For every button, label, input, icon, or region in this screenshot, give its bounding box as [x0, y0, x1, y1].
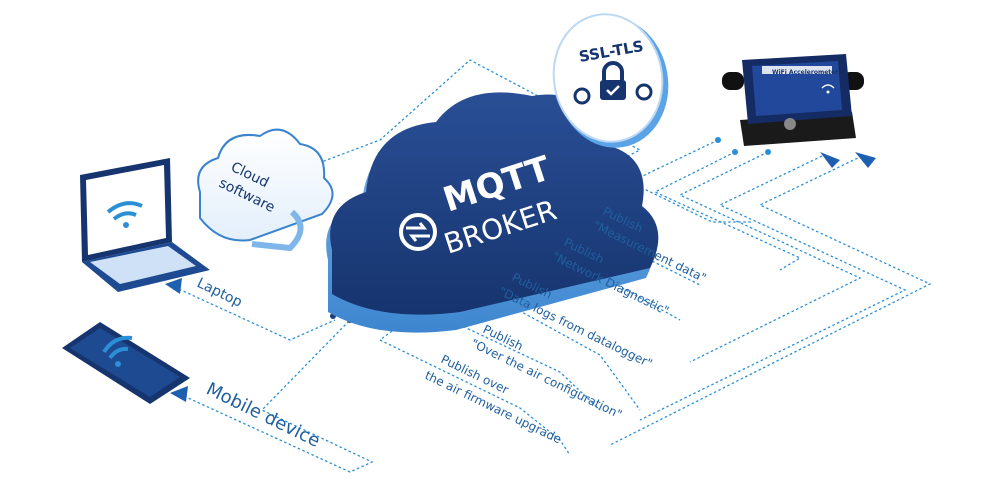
link-cloud-software: [299, 59, 642, 171]
mobile-phone-icon: [62, 322, 190, 404]
laptop-icon: [80, 158, 210, 292]
flow-line-network: [653, 151, 802, 271]
arrow-device-1: [820, 152, 840, 168]
flow-line-datalogs: [678, 151, 862, 363]
flow-line-arrow-ota: [464, 283, 641, 411]
cloud-software-icon: [197, 128, 334, 252]
connection-lines: [169, 59, 932, 473]
link-firmware-out: [378, 324, 571, 456]
mqtt-broker-cloud: [326, 92, 659, 333]
arrow-laptop: [165, 278, 182, 294]
wifi-accelerometer-device: [722, 54, 864, 146]
wifi-icon: [821, 84, 835, 94]
arrow-mobile: [170, 386, 188, 402]
flow-line-ota-config: [639, 155, 907, 421]
padlock-icon: [600, 61, 626, 100]
flow-line-firmware: [609, 155, 932, 446]
mobile-device-label: Mobile device: [203, 379, 324, 452]
device-title: WiFi Accelerometer: [772, 69, 838, 76]
arrow-device-2: [855, 152, 876, 168]
link-laptop: [169, 284, 336, 341]
laptop-label: Laptop: [194, 275, 244, 311]
link-mobile: [174, 321, 374, 473]
ssl-tls-badge: [552, 13, 669, 148]
broker-logo-icon: [399, 213, 437, 251]
